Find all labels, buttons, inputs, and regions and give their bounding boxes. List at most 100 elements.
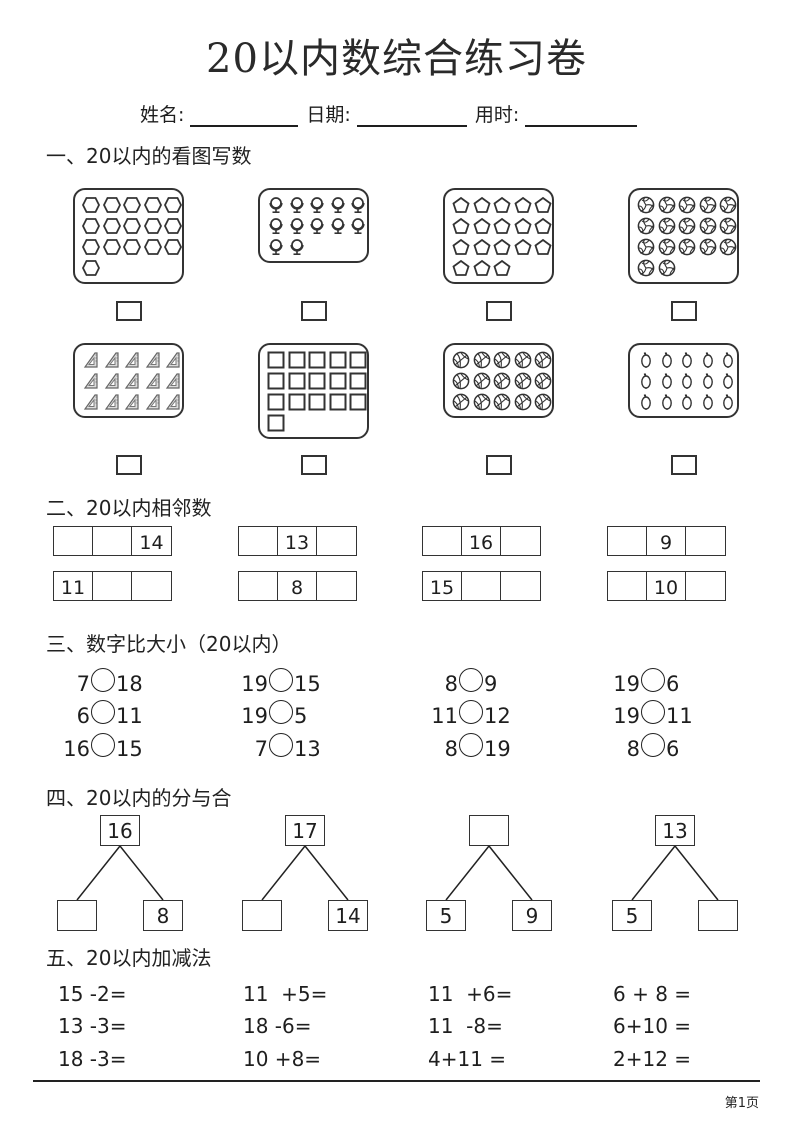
basketball-icon [493, 372, 511, 390]
answer-cell[interactable] [608, 527, 647, 555]
bond-left-box[interactable] [242, 900, 282, 931]
square-icon [329, 393, 346, 411]
comparison-circle-answer[interactable] [641, 700, 665, 724]
comparison-circle-answer[interactable] [641, 668, 665, 692]
answer-cell[interactable] [93, 572, 132, 600]
basketball-icon [534, 351, 552, 369]
comparison-circle-answer[interactable] [641, 733, 665, 757]
answer-box[interactable] [301, 301, 327, 321]
answer-cell[interactable] [54, 527, 93, 555]
equation-item[interactable]: 4+11 = [428, 1047, 507, 1071]
equation-item[interactable]: 11 -8= [428, 1014, 503, 1038]
comparison-circle-answer[interactable] [269, 700, 293, 724]
answer-cell[interactable] [93, 527, 132, 555]
answer-box[interactable] [116, 301, 142, 321]
name-blank[interactable] [190, 107, 299, 127]
volleyball-icon [637, 238, 655, 256]
hexagon-icon [102, 218, 121, 234]
globe-icon [269, 197, 283, 214]
basketball-icon [473, 351, 490, 369]
square-icon [349, 351, 367, 369]
bond-right-box[interactable] [698, 900, 738, 931]
answer-cell[interactable] [239, 572, 278, 600]
volleyball-icon [699, 238, 716, 256]
equation-item[interactable]: 15 -2= [58, 982, 127, 1006]
pentagon-icon [452, 217, 470, 234]
comparison-circle-answer[interactable] [269, 733, 293, 757]
pentagon-icon [472, 217, 491, 234]
bond-top-box: 17 [285, 815, 325, 846]
time-blank[interactable] [525, 107, 638, 127]
comparison-circle-answer[interactable] [91, 733, 115, 757]
basketball-icon [534, 393, 552, 411]
equation-item[interactable]: 13 -3= [58, 1014, 127, 1038]
equation-item[interactable]: 18 -3= [58, 1047, 127, 1071]
volleyball-icon [637, 217, 655, 235]
comparison-circle-answer[interactable] [459, 733, 483, 757]
answer-cell[interactable] [423, 527, 462, 555]
answer-box[interactable] [116, 455, 142, 475]
volleyball-icon [678, 217, 696, 235]
given-number-cell: 8 [278, 572, 317, 600]
bond-top-box: 16 [100, 815, 140, 846]
comparison-circle-answer[interactable] [91, 668, 115, 692]
picture-box-volleyball [628, 188, 739, 284]
square-icon [349, 372, 367, 390]
answer-box[interactable] [486, 455, 512, 475]
hexagon-icon [123, 239, 141, 255]
name-label: 姓名: [140, 104, 185, 126]
equation-item[interactable]: 11 +6= [428, 982, 513, 1006]
lemon-icon [661, 352, 672, 368]
answer-cell[interactable] [608, 572, 647, 600]
comparison-circle-answer[interactable] [459, 700, 483, 724]
bond-top-box[interactable] [469, 815, 509, 846]
answer-cell[interactable] [462, 572, 501, 600]
equation-item[interactable]: 6 + 8 = [613, 982, 692, 1006]
equation-item[interactable]: 2+12 = [613, 1047, 692, 1071]
student-info-line: 姓名: 日期: 用时: [140, 100, 645, 127]
comparison-circle-answer[interactable] [459, 668, 483, 692]
answer-cell[interactable] [239, 527, 278, 555]
answer-box[interactable] [486, 301, 512, 321]
comparison-circle-answer[interactable] [269, 668, 293, 692]
picture-box-basketball [443, 343, 554, 418]
equation-item[interactable]: 11 +5= [243, 982, 328, 1006]
date-label: 日期: [306, 104, 351, 126]
square-icon [308, 372, 326, 390]
pentagon-icon [513, 217, 532, 234]
basketball-icon [452, 351, 470, 369]
triangle-ruler-icon [83, 373, 98, 389]
left-number: 16 [63, 737, 90, 761]
left-number: 8 [444, 737, 458, 761]
adjacent-number-group: 13 [238, 526, 357, 556]
equation-item[interactable]: 18 -6= [243, 1014, 312, 1038]
pentagon-icon [493, 259, 511, 276]
comparison-circle-answer[interactable] [91, 700, 115, 724]
right-number: 6 [666, 672, 680, 696]
globe-icon [330, 197, 345, 214]
triangle-ruler-icon [165, 352, 180, 368]
pentagon-icon [472, 259, 491, 276]
answer-box[interactable] [671, 301, 697, 321]
bond-right-box: 14 [328, 900, 368, 931]
basketball-icon [493, 393, 511, 411]
bond-left-box: 5 [612, 900, 652, 931]
section-heading-add-subtract: 五、20以内加减法 [46, 946, 212, 970]
bond-left-box[interactable] [57, 900, 97, 931]
equation-item[interactable]: 10 +8= [243, 1047, 322, 1071]
triangle-ruler-icon [165, 373, 180, 389]
volleyball-icon [678, 238, 696, 256]
date-blank[interactable] [356, 107, 467, 127]
globe-icon [310, 197, 324, 214]
volleyball-icon [637, 259, 655, 277]
triangle-ruler-icon [145, 352, 160, 368]
answer-box[interactable] [671, 455, 697, 475]
pentagon-icon [513, 196, 532, 213]
answer-box[interactable] [301, 455, 327, 475]
left-number: 19 [241, 672, 268, 696]
equation-item[interactable]: 6+10 = [613, 1014, 692, 1038]
left-number: 11 [431, 704, 458, 728]
